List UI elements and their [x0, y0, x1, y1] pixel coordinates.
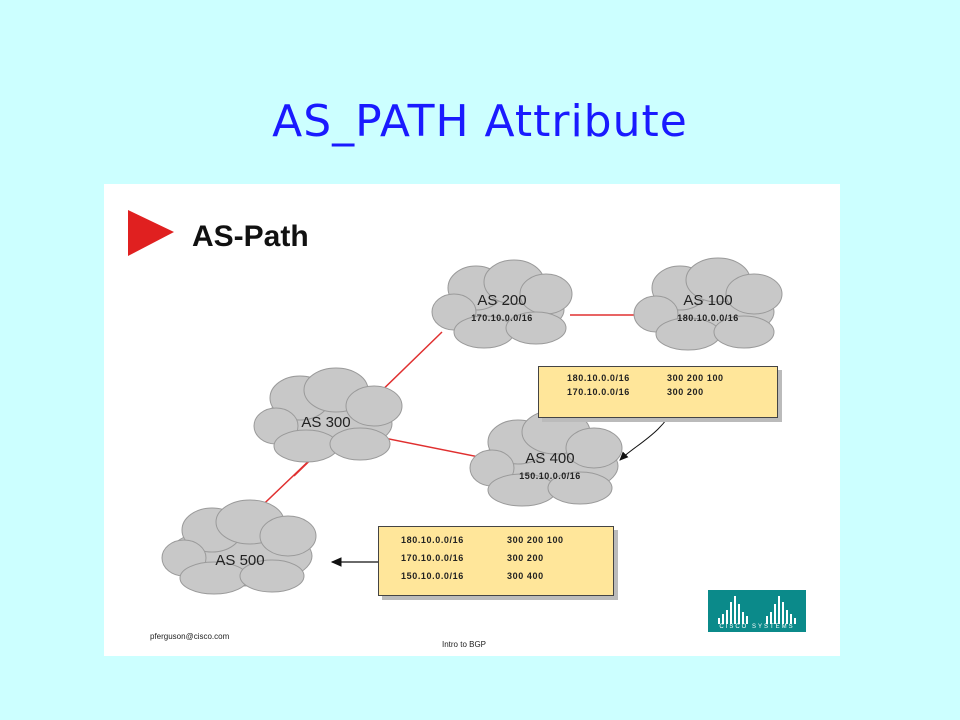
footer-course: Intro to BGP — [442, 640, 487, 649]
slide-title: AS_PATH Attribute — [272, 96, 688, 147]
diagram-canvas — [128, 210, 783, 595]
play-triangle-icon — [128, 210, 174, 256]
node-prefix: 180.10.0.0/16 — [677, 313, 739, 323]
route-row: 180.10.0.0/16 300 200 100 — [379, 535, 613, 553]
node-label: AS 200 — [477, 292, 527, 309]
route-table-as500: 180.10.0.0/16 300 200 100 170.10.0.0/16 … — [378, 526, 614, 596]
route-prefix: 170.10.0.0/16 — [567, 387, 630, 397]
cloud-as200 — [431, 259, 573, 349]
footer-email: pferguson@cisco.com — [150, 632, 230, 641]
route-prefix: 180.10.0.0/16 — [567, 373, 630, 383]
route-row: 150.10.0.0/16 300 400 — [379, 571, 613, 589]
cloud-as100 — [633, 257, 783, 351]
diagram-title: AS-Path — [192, 220, 309, 253]
node-prefix: 150.10.0.0/16 — [519, 471, 581, 481]
route-prefix: 170.10.0.0/16 — [401, 553, 464, 563]
route-path: 300 200 — [507, 553, 544, 563]
route-row: 180.10.0.0/16 300 200 100 — [539, 373, 777, 387]
cloud-as300 — [253, 367, 403, 463]
node-label: AS 100 — [683, 292, 733, 309]
cisco-logo: CISCO SYSTEMS — [708, 590, 806, 632]
cisco-bridge-icon — [718, 596, 796, 624]
node-label: AS 300 — [301, 414, 351, 431]
route-path: 300 400 — [507, 571, 544, 581]
node-as200: AS 200 170.10.0.0/16 — [452, 292, 552, 323]
node-as400: AS 400 150.10.0.0/16 — [500, 450, 600, 481]
node-label: AS 400 — [525, 450, 575, 467]
logo-text: CISCO SYSTEMS — [719, 624, 795, 630]
cloud-as500 — [161, 499, 317, 595]
route-path: 300 200 100 — [507, 535, 564, 545]
route-path: 300 200 — [667, 387, 704, 397]
node-as500: AS 500 — [190, 552, 290, 569]
node-prefix: 170.10.0.0/16 — [471, 313, 533, 323]
route-prefix: 150.10.0.0/16 — [401, 571, 464, 581]
diagram-panel: AS-Path AS 200 170.10.0.0/16 AS 100 180.… — [104, 184, 840, 656]
route-path: 300 200 100 — [667, 373, 724, 383]
node-label: AS 500 — [215, 552, 265, 569]
route-prefix: 180.10.0.0/16 — [401, 535, 464, 545]
route-row: 170.10.0.0/16 300 200 — [379, 553, 613, 571]
node-as100: AS 100 180.10.0.0/16 — [658, 292, 758, 323]
node-as300: AS 300 — [276, 414, 376, 431]
route-table-as400: 180.10.0.0/16 300 200 100 170.10.0.0/16 … — [538, 366, 778, 418]
cloud-as400 — [469, 409, 623, 507]
route-row: 170.10.0.0/16 300 200 — [539, 387, 777, 401]
